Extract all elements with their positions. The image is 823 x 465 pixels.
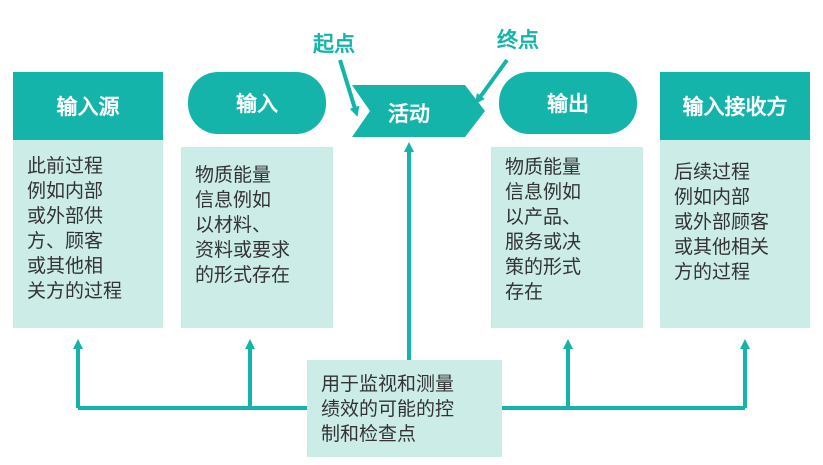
input-source-line: 此前过程: [27, 155, 104, 177]
monitor-line: 制和检查点: [321, 423, 417, 445]
monitor-line: 用于监视和测量: [321, 373, 455, 395]
start-pointer-arrow: [338, 59, 360, 117]
input-description: 物质能量 信息例如 以材料、 资料或要求 的形式存在: [181, 147, 333, 328]
activity-chevron: [352, 85, 485, 137]
input-line: 资料或要求: [195, 239, 291, 261]
input-line: 的形式存在: [195, 264, 291, 286]
receiver-line: 或其他相关: [674, 236, 770, 258]
receiver-description: 后续过程 例如内部 或外部顾客 或其他相关 方的过程: [660, 140, 810, 328]
output-line: 服务或决: [505, 231, 582, 253]
activity-label: 活动: [388, 102, 430, 126]
input-source-header: 输入源: [13, 72, 163, 140]
receiver-line: 后续过程: [674, 161, 751, 183]
input-source-line: 例如内部: [27, 180, 104, 202]
output-line: 以产品、: [505, 206, 582, 228]
start-label: 起点: [313, 32, 355, 56]
input-line: 信息例如: [195, 189, 272, 211]
input-source-line: 或外部供: [27, 205, 104, 227]
output-line: 信息例如: [505, 181, 582, 203]
receiver-line: 例如内部: [674, 186, 751, 208]
output-line: 物质能量: [505, 156, 582, 178]
input-header: 输入: [188, 72, 326, 134]
output-line: 策的形式: [505, 256, 582, 278]
end-pointer-arrow: [475, 58, 509, 105]
input-line: 物质能量: [195, 164, 272, 186]
output-description: 物质能量 信息例如 以产品、 服务或决 策的形式 存在: [491, 147, 643, 328]
output-line: 存在: [505, 281, 544, 303]
monitoring-checkpoint-box: 用于监视和测量 绩效的可能的控 制和检查点: [307, 360, 502, 457]
input-source-description: 此前过程 例如内部 或外部供 方、顾客 或其他相 关方的过程: [13, 140, 163, 328]
receiver-line: 方的过程: [674, 261, 751, 283]
input-line: 以材料、: [195, 214, 272, 236]
end-label: 终点: [497, 28, 539, 52]
input-source-line: 方、顾客: [27, 230, 104, 252]
monitor-line: 绩效的可能的控: [321, 398, 455, 420]
input-source-line: 或其他相: [27, 255, 104, 277]
input-source-line: 关方的过程: [27, 280, 123, 302]
output-header: 输出: [499, 72, 637, 134]
receiver-line: 或外部顾客: [674, 211, 770, 233]
receiver-header: 输入接收方: [660, 72, 810, 140]
